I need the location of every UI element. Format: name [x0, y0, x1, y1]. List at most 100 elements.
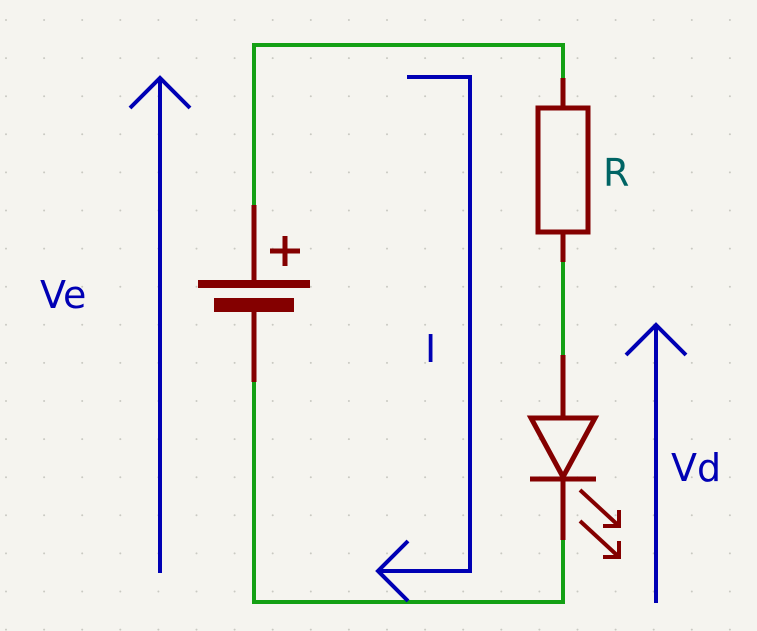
grid-dot: [119, 628, 122, 631]
grid-dot: [119, 247, 122, 250]
grid-dot: [43, 590, 46, 593]
grid-dot: [195, 590, 198, 593]
grid-dot: [462, 590, 465, 593]
grid-dot: [728, 285, 731, 288]
grid-dot: [690, 285, 693, 288]
grid-dot: [309, 361, 312, 364]
grid-dot: [386, 247, 388, 250]
grid-dot: [81, 361, 84, 364]
grid-dot: [347, 590, 350, 593]
grid-dot: [576, 400, 579, 402]
grid-dot: [614, 361, 617, 364]
grid-dot: [233, 400, 236, 402]
grid-dot: [576, 247, 579, 250]
grid-dot: [347, 19, 350, 21]
grid-dot: [309, 552, 312, 555]
grid-dot: [195, 361, 198, 364]
grid-dot: [157, 19, 160, 21]
grid-dot: [614, 19, 617, 21]
grid-dot: [347, 438, 350, 441]
wires: [252, 43, 565, 604]
grid-dot: [43, 19, 46, 21]
grid-dot: [5, 133, 7, 136]
grid-dot: [309, 171, 312, 174]
grid-dot: [614, 95, 617, 98]
grid-dot: [347, 285, 350, 288]
grid-dot: [386, 400, 388, 402]
grid-dot: [462, 628, 465, 631]
grid-dot: [271, 590, 274, 593]
grid-dot: [347, 209, 350, 212]
grid-dot: [728, 361, 731, 364]
grid-dot: [576, 323, 579, 326]
grid-dot: [386, 323, 388, 326]
grid-dot: [614, 323, 617, 326]
grid-dot: [576, 628, 579, 631]
grid-dot: [43, 323, 46, 326]
grid-dot: [424, 95, 427, 98]
grid-dot: [538, 247, 541, 250]
grid-dot: [195, 438, 198, 441]
grid-dot: [347, 514, 350, 517]
led-triangle: [526, 415, 600, 483]
grid-dot: [576, 285, 579, 288]
grid-dot: [119, 171, 122, 174]
grid-dot: [43, 95, 46, 98]
grid-dot: [309, 95, 312, 98]
grid-dot: [233, 438, 236, 441]
grid-dot: [347, 95, 350, 98]
grid-dot: [500, 171, 503, 174]
grid-dot: [81, 285, 84, 288]
grid-dot: [347, 171, 350, 174]
grid-dot: [690, 19, 693, 21]
grid-dot: [500, 514, 503, 517]
grid-dot: [462, 209, 465, 212]
grid-dot: [5, 552, 7, 555]
resistor-body: [535, 105, 591, 235]
grid-dot: [576, 514, 579, 517]
grid-dot: [386, 133, 388, 136]
grid-dot: [728, 133, 731, 136]
grid-dot: [538, 514, 541, 517]
grid-dot: [233, 133, 236, 136]
grid-dot: [5, 57, 7, 60]
grid-dot: [614, 476, 617, 479]
grid-dot: [195, 19, 198, 21]
grid-dot: [462, 133, 465, 136]
grid-dot: [309, 247, 312, 250]
grid-dot: [462, 552, 465, 555]
grid-dot: [614, 209, 617, 212]
grid-dot: [728, 247, 731, 250]
grid-dot: [195, 95, 198, 98]
grid-dot: [195, 323, 198, 326]
grid-dot: [271, 133, 274, 136]
grid-dot: [690, 57, 693, 60]
grid-dot: [5, 361, 7, 364]
grid-dot: [576, 95, 579, 98]
grid-dot: [81, 514, 84, 517]
grid-dot: [462, 285, 465, 288]
grid-dot: [576, 57, 579, 60]
grid-dot: [462, 400, 465, 402]
grid-dot: [614, 628, 617, 631]
grid-dot: [424, 19, 427, 21]
plus-icon: [270, 236, 300, 266]
grid-dot: [43, 476, 46, 479]
grid-dot: [652, 628, 655, 631]
grid-dot: [500, 361, 503, 364]
grid-dot: [347, 628, 350, 631]
resistor-label: R: [603, 151, 629, 195]
grid-dot: [233, 95, 236, 98]
grid-dot: [233, 171, 236, 174]
grid-dot: [424, 361, 427, 364]
grid-dot: [157, 628, 160, 631]
grid-dot: [271, 514, 274, 517]
grid-dot: [271, 19, 274, 21]
grid-dot: [500, 19, 503, 21]
grid-dot: [157, 590, 160, 593]
grid-dot: [538, 628, 541, 631]
grid-dot: [347, 57, 350, 60]
grid-dot: [614, 171, 617, 174]
grid-dot: [538, 552, 541, 555]
